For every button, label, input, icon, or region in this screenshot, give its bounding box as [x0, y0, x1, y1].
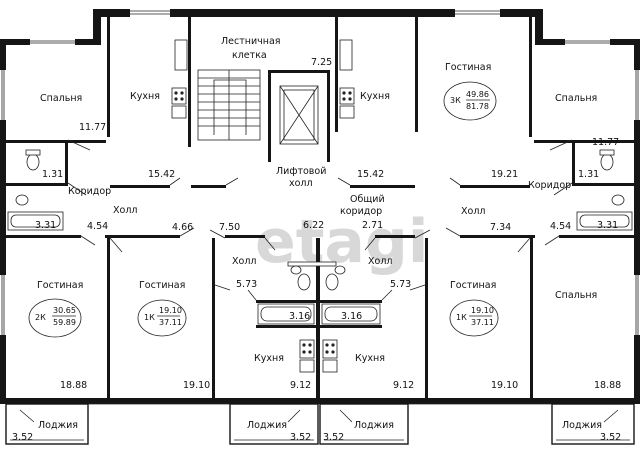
bl-living-area: 18.88	[60, 380, 87, 391]
loggias	[5, 403, 635, 445]
bcl-hall-label: Холл	[232, 256, 256, 267]
common-corridor-line1: Общий	[350, 194, 385, 205]
inner-walls	[6, 17, 634, 398]
kitchen-fixtures-top	[171, 87, 355, 119]
stair-label-line1: Лестничная	[221, 36, 281, 47]
room-labels: Лестничная клетка 7.25 Лифтовой холл Общ…	[12, 36, 621, 443]
apt-2k-total: 59.89	[53, 318, 76, 327]
bcr-living-area: 19.10	[491, 380, 518, 391]
tr-corridor-bath-area: 3.31	[597, 220, 618, 231]
br-bedroom-area: 18.88	[594, 380, 621, 391]
kitchen-fixtures-bottom	[299, 339, 338, 373]
bcl-hall-area2: 7.50	[219, 222, 240, 233]
elevator-shaft	[279, 85, 319, 145]
elevator-hall-line2: холл	[289, 178, 313, 189]
tl-corridor-label: Коридор	[68, 186, 111, 197]
tr-bath-area: 1.31	[578, 169, 599, 180]
loggia-3-area: 3.52	[323, 432, 344, 443]
common-corridor-area: 2.71	[362, 220, 383, 231]
bcr-bath-area: 3.16	[341, 311, 362, 322]
tr-hall-area: 7.34	[490, 222, 511, 233]
tl-corridor-area: 4.54	[87, 221, 108, 232]
tr-corridor-area: 4.54	[550, 221, 571, 232]
bcr-hall-label: Холл	[368, 256, 392, 267]
loggia-4-label: Лоджия	[562, 420, 602, 431]
tr-corridor-label: Коридор	[528, 180, 571, 191]
bcr-hall-area2: 6.22	[303, 220, 324, 231]
apt-1k-left-type: 1К	[144, 313, 155, 322]
bcr-living-label: Гостиная	[450, 280, 496, 291]
tl-bath-area: 1.31	[42, 169, 63, 180]
tr-bedroom-area: 11.77	[592, 137, 619, 148]
tr-living-label: Гостиная	[445, 62, 491, 73]
apt-3k-type: 3К	[450, 96, 461, 105]
br-bedroom-label: Спальня	[555, 290, 597, 301]
bcr-hall-area: 5.73	[390, 279, 411, 290]
bcl-living-label: Гостиная	[139, 280, 185, 291]
apt-1k-right-living: 19.10	[471, 306, 494, 315]
apt-2k-living: 30.65	[53, 306, 76, 315]
common-corridor-line2: коридор	[340, 206, 382, 217]
bcl-bath-area: 3.16	[289, 311, 310, 322]
tr-kitchen-label: Кухня	[360, 91, 390, 102]
tl-bedroom-area: 11.77	[79, 122, 106, 133]
bcl-living-area: 19.10	[183, 380, 210, 391]
tr-hall-label: Холл	[461, 206, 485, 217]
loggia-2-label: Лоджия	[247, 420, 287, 431]
apt-1k-right-type: 1К	[456, 313, 467, 322]
apt-2k-type: 2К	[35, 313, 46, 322]
tr-living-area: 19.21	[491, 169, 518, 180]
tr-kitchen-area: 15.42	[357, 169, 384, 180]
apt-3k-living: 49.86	[466, 90, 489, 99]
bcl-kitchen-label: Кухня	[254, 353, 284, 364]
bcr-kitchen-area: 9.12	[393, 380, 414, 391]
loggia-1-label: Лоджия	[38, 420, 78, 431]
stair-area: 7.25	[311, 57, 332, 68]
loggia-3-label: Лоджия	[354, 420, 394, 431]
tl-kitchen-label: Кухня	[130, 91, 160, 102]
bcr-kitchen-label: Кухня	[355, 353, 385, 364]
bl-living-label: Гостиная	[37, 280, 83, 291]
loggia-2-area: 3.52	[290, 432, 311, 443]
stair-label-line2: клетка	[232, 50, 267, 61]
loggia-4-area: 3.52	[600, 432, 621, 443]
tl-hall-label: Холл	[113, 205, 137, 216]
tl-hall-area: 4.66	[172, 222, 193, 233]
outer-walls	[0, 9, 640, 404]
bcl-hall-area: 5.73	[236, 279, 257, 290]
elevator-hall-line1: Лифтовой	[276, 166, 326, 177]
apt-1k-left-living: 19.10	[159, 306, 182, 315]
loggia-1-area: 3.52	[12, 432, 33, 443]
apt-1k-right-total: 37.11	[471, 318, 494, 327]
tl-corridor-bath-area: 3.31	[35, 220, 56, 231]
staircase	[174, 39, 353, 141]
watermark: etagi	[255, 207, 428, 277]
tl-bedroom-label: Спальня	[40, 93, 82, 104]
apt-1k-left-total: 37.11	[159, 318, 182, 327]
bathroom-fixtures	[7, 149, 633, 325]
tl-kitchen-area: 15.42	[148, 169, 175, 180]
door-swings	[67, 139, 573, 301]
tr-bedroom-label: Спальня	[555, 93, 597, 104]
bcl-kitchen-area: 9.12	[290, 380, 311, 391]
apt-3k-total: 81.78	[466, 102, 489, 111]
